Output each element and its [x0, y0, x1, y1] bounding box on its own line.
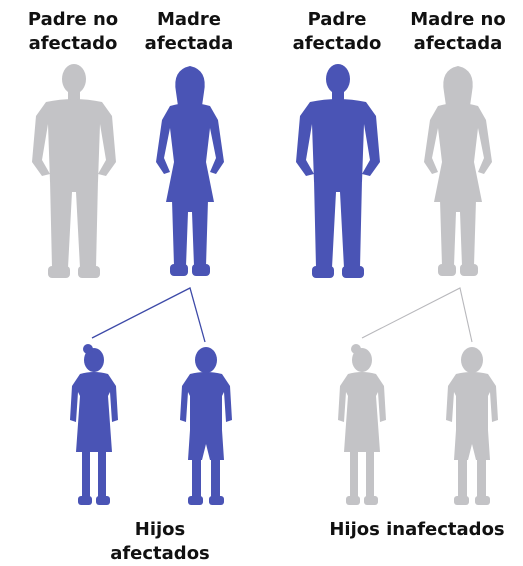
woman-icon — [410, 62, 506, 280]
parent-label-mother-affected: Madre afectada — [144, 9, 234, 54]
parent-label-father-unaffected: Padre no afectado — [27, 9, 119, 54]
girl-icon — [66, 344, 122, 508]
children-label-affected: Hijos afectados — [110, 519, 210, 564]
man-icon — [290, 62, 386, 280]
boy-icon — [176, 344, 236, 508]
boy-icon — [442, 344, 502, 508]
children-label-unaffected: Hijos inafectados — [329, 519, 505, 540]
unaffected-connector-line — [361, 287, 473, 343]
woman-icon — [142, 62, 238, 280]
parent-label-father-affected: Padre afectado — [292, 9, 382, 54]
affected-connector-line — [91, 287, 206, 343]
girl-icon — [334, 344, 390, 508]
parent-label-mother-unaffected: Madre no afectada — [410, 9, 506, 54]
man-icon — [26, 62, 122, 280]
